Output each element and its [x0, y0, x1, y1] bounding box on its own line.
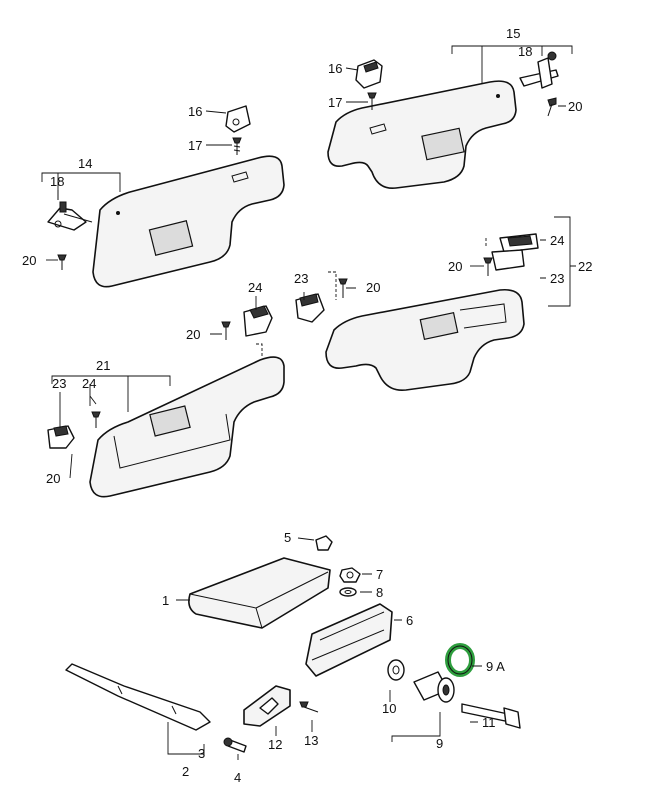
- callout-9: 9: [436, 736, 443, 751]
- callout-7: 7: [376, 567, 383, 582]
- callout-23-right: 23: [550, 271, 564, 286]
- clip-16-left[interactable]: [225, 105, 251, 133]
- callout-24-left: 24: [82, 376, 96, 391]
- visor-mount-18-right[interactable]: [519, 51, 559, 89]
- visor-mount-18-left[interactable]: [47, 201, 93, 231]
- callout-2: 2: [182, 764, 189, 779]
- nut-7[interactable]: [339, 567, 361, 583]
- callout-17-left: 17: [188, 138, 202, 153]
- callout-20-mid-b: 20: [366, 280, 380, 295]
- screw-20-left-top[interactable]: [57, 254, 67, 270]
- callout-labels: 14 18 20 16 17 15 16 17 18 20 24 22 23 2…: [22, 26, 592, 785]
- clip-5[interactable]: [315, 535, 333, 551]
- leader-lines: [41, 45, 576, 760]
- screw-20-right-mid[interactable]: [483, 257, 493, 276]
- callout-21: 21: [96, 358, 110, 373]
- callout-20-right-top: 20: [568, 99, 582, 114]
- callout-20-right-mid: 20: [448, 259, 462, 274]
- hinge-23-right[interactable]: [491, 249, 525, 271]
- bolt-4[interactable]: [223, 737, 247, 753]
- callout-24-mid: 24: [248, 280, 262, 295]
- callout-12: 12: [268, 737, 282, 752]
- callout-16-left: 16: [188, 104, 202, 119]
- lid-6[interactable]: [305, 603, 393, 677]
- clip-16-right[interactable]: [355, 59, 383, 89]
- screw-17-left[interactable]: [232, 137, 242, 155]
- callout-11: 11: [482, 715, 496, 730]
- callout-6: 6: [406, 613, 413, 628]
- callout-20-left-top: 20: [22, 253, 36, 268]
- washer-10[interactable]: [387, 659, 405, 681]
- callout-8: 8: [376, 585, 383, 600]
- callout-18-left: 18: [50, 174, 64, 189]
- sun-visor-21[interactable]: [89, 356, 285, 498]
- sun-visor-15[interactable]: [327, 80, 517, 189]
- bracket-24-mid[interactable]: [243, 305, 273, 337]
- key-11[interactable]: [461, 703, 521, 729]
- screw-20-left-mid[interactable]: [91, 411, 101, 428]
- vanity-mirror: [421, 127, 465, 161]
- callout-23-left: 23: [52, 376, 66, 391]
- callout-13: 13: [304, 733, 318, 748]
- callout-4: 4: [234, 770, 241, 785]
- vanity-mirror: [148, 220, 194, 256]
- hinge-23-left[interactable]: [47, 425, 75, 449]
- washer-8[interactable]: [339, 587, 357, 597]
- lock-cylinder-9[interactable]: [413, 671, 455, 703]
- callout-1: 1: [162, 593, 169, 608]
- callout-5: 5: [284, 530, 291, 545]
- callout-20-mid-a: 20: [186, 327, 200, 342]
- lock-plate-12[interactable]: [243, 685, 291, 727]
- callout-22: 22: [578, 259, 592, 274]
- callout-20-left-mid: 20: [46, 471, 60, 486]
- screw-17-right[interactable]: [367, 92, 377, 110]
- bracket-24-right[interactable]: [499, 233, 539, 253]
- callout-14: 14: [78, 156, 92, 171]
- screw-20-right-top[interactable]: [547, 97, 557, 117]
- callout-18-right: 18: [518, 44, 532, 59]
- callout-15: 15: [506, 26, 520, 41]
- callout-3: 3: [198, 746, 205, 761]
- glove-box-1[interactable]: [188, 557, 331, 629]
- strap-2[interactable]: [65, 663, 211, 731]
- callout-16-right: 16: [328, 61, 342, 76]
- callout-9a: 9 A: [486, 659, 505, 674]
- callout-17-right: 17: [328, 95, 342, 110]
- screw-20-mid-b[interactable]: [338, 278, 348, 298]
- sun-visor-14[interactable]: [92, 155, 285, 288]
- hinge-23-mid[interactable]: [295, 293, 325, 323]
- vanity-mirror: [419, 311, 459, 341]
- callout-10: 10: [382, 701, 396, 716]
- vanity-mirror: [149, 405, 191, 437]
- callout-24-right: 24: [550, 233, 564, 248]
- lock-ring-9a[interactable]: [445, 643, 475, 677]
- sun-visor-22[interactable]: [325, 288, 525, 392]
- callout-23-mid: 23: [294, 271, 308, 286]
- screw-13[interactable]: [299, 701, 319, 713]
- screw-20-mid-a[interactable]: [221, 321, 231, 340]
